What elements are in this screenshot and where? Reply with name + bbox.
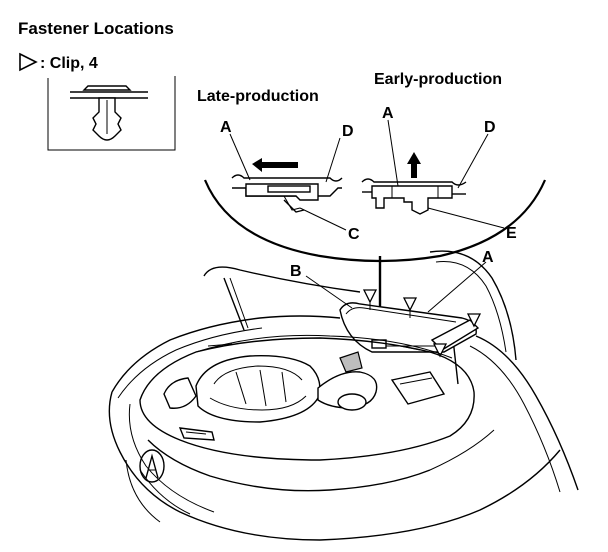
main-label-a: A [482,249,494,266]
main-label-b: B [290,263,302,280]
late-leader-a [229,133,251,181]
clip-marker-1-icon [362,289,378,310]
late-production-bracket [231,174,343,213]
late-label-c: C [348,226,360,243]
main-leader-b [305,275,353,309]
early-arrow-up-icon [407,152,421,178]
early-label-e: E [506,225,517,242]
main-leader-a [427,261,487,313]
triangle-outline-icon [19,52,38,72]
late-production-heading: Late-production [197,88,319,105]
early-production-bracket [361,178,467,215]
clip-legend: : Clip, 4 [19,52,98,72]
detail-inset: Late-production Early-production [197,71,547,263]
vehicle-engine-bay: B A [108,249,579,541]
early-leader-e [427,207,505,229]
early-label-d: D [484,119,496,136]
clip-icon [82,85,132,141]
clip-marker-3-icon [466,313,482,328]
clip-detail-box [47,76,176,151]
late-arrow-left-icon [252,158,298,172]
late-leader-c [299,207,347,231]
late-label-a: A [220,119,232,136]
clip-legend-text: : Clip, 4 [40,55,98,72]
early-production-heading: Early-production [374,71,502,88]
early-leader-a [387,119,399,187]
emblem-logo-icon [139,449,165,483]
early-leader-d [457,133,489,189]
clip-marker-4-icon [432,343,448,358]
clip-marker-2-icon [402,297,418,318]
detail-circle-arc [203,179,547,263]
early-label-a: A [382,105,394,122]
late-leader-d [325,137,341,183]
late-label-d: D [342,123,354,140]
diagram-title: Fastener Locations [18,19,174,38]
